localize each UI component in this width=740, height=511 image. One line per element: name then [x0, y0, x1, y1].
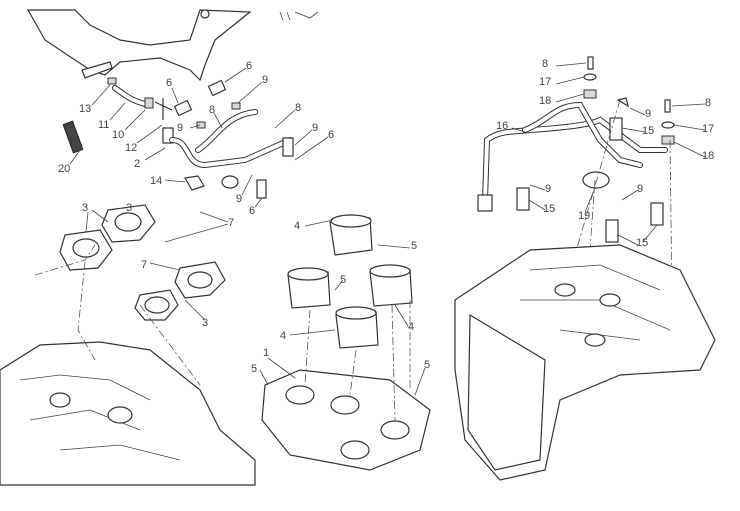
callout-label: 8: [295, 102, 301, 114]
callout-label: 9: [236, 193, 242, 205]
callout-label: 7: [228, 217, 234, 229]
callout-label: 8: [705, 97, 711, 109]
callout-label: 3: [82, 202, 88, 214]
callout-label: 15: [642, 125, 654, 137]
callout-label: 7: [141, 259, 147, 271]
engine-head-right: [454, 244, 716, 481]
intake-manifolds: [59, 204, 226, 321]
callout-label: 5: [411, 240, 417, 252]
callout-label: 18: [539, 95, 551, 107]
throttle-bodies: [261, 214, 431, 471]
callout-label: 13: [79, 103, 91, 115]
callout-label: 5: [340, 274, 346, 286]
callout-label: 6: [166, 77, 172, 89]
callout-label: 9: [262, 74, 268, 86]
callout-label: 11: [98, 119, 109, 131]
callout-label: 9: [645, 108, 651, 120]
callout-label: 20: [58, 163, 70, 175]
callout-label: 6: [249, 205, 255, 217]
callout-label: 8: [542, 58, 548, 70]
callout-label: 3: [202, 317, 208, 329]
leader-lines: [69, 62, 706, 396]
fuel-rail-right: [477, 56, 675, 243]
callout-label: 6: [246, 60, 252, 72]
callout-label: 9: [177, 122, 183, 134]
callout-label: 6: [328, 129, 334, 141]
airbox-frame: [26, 9, 319, 82]
callout-label: 9: [545, 183, 551, 195]
engine-left: [0, 341, 256, 486]
fuel-rail-left: [62, 77, 294, 199]
callout-label: 17: [539, 76, 551, 88]
callout-label: 1: [263, 347, 269, 359]
callout-label: 10: [112, 129, 124, 141]
callout-label: 2: [134, 158, 140, 170]
callout-label: 4: [408, 321, 414, 333]
callout-label: 4: [294, 220, 300, 232]
callout-label: 12: [125, 142, 137, 154]
callout-label: 14: [150, 175, 162, 187]
callout-label: 3: [126, 202, 132, 214]
callout-labels: 6 9 6 8 8 9 9 6 13 11 10 12 2 20 14 9 6 …: [58, 58, 714, 375]
callout-label: 15: [543, 203, 555, 215]
callout-label: 17: [702, 123, 714, 135]
callout-label: 18: [702, 150, 714, 162]
callout-label: 5: [251, 363, 257, 375]
callout-label: 9: [637, 183, 643, 195]
callout-label: 9: [312, 122, 318, 134]
callout-label: 4: [280, 330, 286, 342]
callout-label: 19: [578, 210, 590, 222]
callout-label: 5: [424, 359, 430, 371]
callout-label: 8: [209, 104, 215, 116]
callout-label: 16: [496, 120, 508, 132]
callout-label: 15: [636, 237, 648, 249]
